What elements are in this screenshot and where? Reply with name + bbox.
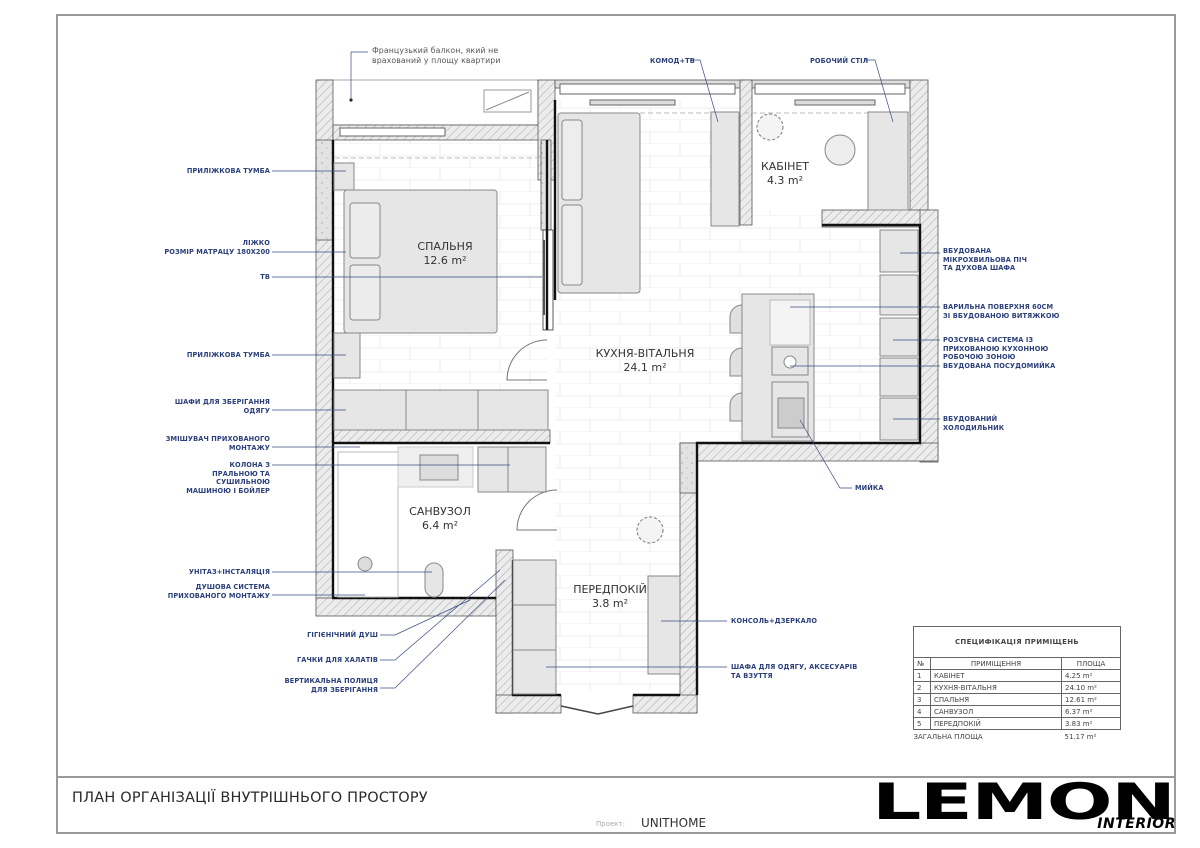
- spec-table-title: СПЕЦИФІКАЦІЯ ПРИМІЩЕНЬ: [913, 626, 1121, 658]
- cell: 1: [913, 669, 931, 682]
- cell: КУХНЯ-ВІТАЛЬНЯ: [930, 681, 1062, 694]
- french-balcony: [317, 79, 539, 126]
- room-study: КАБІНЕТ 4.3 m²: [755, 160, 815, 188]
- cell: 6.37 m²: [1061, 705, 1121, 718]
- room-kitchen-living: КУХНЯ-ВІТАЛЬНЯ 24.1 m²: [580, 347, 710, 375]
- table-row: 2 КУХНЯ-ВІТАЛЬНЯ 24.10 m²: [913, 681, 1121, 694]
- col-number: №: [913, 657, 931, 670]
- callout-washer-column: КОЛОНА З ПРАЛЬНОЮ ТА СУШИЛЬНОЮ МАШИНОЮ І…: [186, 461, 270, 495]
- cell: СПАЛЬНЯ: [930, 693, 1062, 706]
- room-name: КАБІНЕТ: [760, 160, 810, 173]
- callout-nightstand-2: ПРИЛІЖКОВА ТУМБА: [186, 351, 270, 359]
- room-area: 4.3 m²: [766, 174, 804, 187]
- project-label: Проект:: [596, 820, 625, 828]
- cell: 3: [913, 693, 931, 706]
- cell: 24.10 m²: [1061, 681, 1121, 694]
- cell: КАБІНЕТ: [930, 669, 1062, 682]
- room-spec-table: СПЕЦИФІКАЦІЯ ПРИМІЩЕНЬ № ПРИМІЩЕННЯ ПЛОЩ…: [913, 626, 1121, 742]
- callout-fridge: ВБУДОВАНИЙ ХОЛОДИЛЬНИК: [943, 415, 1005, 432]
- room-bathroom: САНВУЗОЛ 6.4 m²: [395, 505, 485, 533]
- plan-title: ПЛАН ОРГАНІЗАЦІЇ ВНУТРІШНЬОГО ПРОСТОРУ: [72, 790, 428, 806]
- room-name: СПАЛЬНЯ: [417, 240, 473, 253]
- cell: 5: [913, 717, 931, 730]
- bathroom-fixtures: [337, 446, 558, 598]
- cell: 2: [913, 681, 931, 694]
- callout-toilet: УНІТАЗ+ІНСТАЛЯЦІЯ: [188, 568, 270, 576]
- windows: [335, 83, 910, 159]
- table-row: 3 СПАЛЬНЯ 12.61 m²: [913, 693, 1121, 706]
- total-label: ЗАГАЛЬНА ПЛОЩА: [913, 732, 983, 741]
- cell: 4: [913, 705, 931, 718]
- spec-total-row: ЗАГАЛЬНА ПЛОЩА 51.17 m²: [914, 730, 1121, 743]
- callout-balcony: Французький балкон, який не врахований у…: [372, 46, 501, 65]
- cell: ПЕРЕДПОКІЙ: [930, 717, 1062, 730]
- room-name: КУХНЯ-ВІТАЛЬНЯ: [595, 347, 695, 360]
- table-row: 4 САНВУЗОЛ 6.37 m²: [913, 705, 1121, 718]
- drawing-frame: [56, 14, 1176, 834]
- bedroom-furniture: [333, 162, 549, 431]
- callout-vertical-shelf: ВЕРТИКАЛЬНА ПОЛИЦЯ ДЛЯ ЗБЕРІГАННЯ: [284, 677, 378, 694]
- logo-subtitle: INTERIOR: [1097, 816, 1176, 832]
- cell: САНВУЗОЛ: [930, 705, 1062, 718]
- callout-cooktop: ВАРИЛЬНА ПОВЕРХНЯ 60СМ ЗІ ВБУДОВАНОЮ ВИТ…: [943, 303, 1060, 320]
- callout-shower: ДУШОВА СИСТЕМА ПРИХОВАНОГО МОНТАЖУ: [167, 583, 270, 600]
- living-furniture: [557, 111, 909, 544]
- logo-wordmark: LEMON: [872, 773, 1176, 831]
- hallway-furniture: [512, 559, 681, 715]
- col-area: ПЛОЩА: [1061, 657, 1121, 670]
- table-row: 1 КАБІНЕТ 4.25 m²: [913, 669, 1121, 682]
- cell: 4.25 m²: [1061, 669, 1121, 682]
- room-area: 24.1 m²: [623, 361, 667, 374]
- callout-tv: ТВ: [260, 273, 270, 281]
- callout-microwave-oven: ВБУДОВАНА МІКРОХВИЛЬОВА ПІЧ ТА ДУХОВА ША…: [943, 247, 1028, 273]
- col-room: ПРИМІЩЕННЯ: [930, 657, 1062, 670]
- kitchen-furniture: [729, 229, 919, 442]
- callout-robe-hooks: ГАЧКИ ДЛЯ ХАЛАТІВ: [296, 656, 378, 664]
- room-bedroom: СПАЛЬНЯ 12.6 m²: [390, 240, 500, 268]
- callout-sliding-system: РОЗСУВНА СИСТЕМА ІЗ ПРИХОВАНОЮ КУХОННОЮ …: [943, 336, 1049, 362]
- leader-lines: [272, 51, 940, 689]
- room-name: САНВУЗОЛ: [409, 505, 471, 518]
- title-block: [56, 776, 1176, 834]
- brand-logo: LEMON INTERIOR: [872, 776, 1184, 836]
- callout-mixer: ЗМІШУВАЧ ПРИХОВАНОГО МОНТАЖУ: [165, 435, 270, 452]
- callout-dishwasher: ВБУДОВАНА ПОСУДОМИЙКА: [943, 362, 1056, 370]
- callout-sink: МИЙКА: [855, 484, 884, 492]
- callout-nightstand-1: ПРИЛІЖКОВА ТУМБА: [186, 167, 270, 175]
- callout-hygienic-shower: ГІГІЄНІЧНИЙ ДУШ: [307, 631, 378, 639]
- callout-work-desk: РОБОЧИЙ СТІЛ: [810, 57, 869, 65]
- room-area: 12.6 m²: [423, 254, 467, 267]
- project-name: UNITHOME: [641, 816, 707, 830]
- room-name: ПЕРЕДПОКІЙ: [573, 583, 647, 596]
- room-area: 6.4 m²: [421, 519, 459, 532]
- cell: 12.61 m²: [1061, 693, 1121, 706]
- room-hallway: ПЕРЕДПОКІЙ 3.8 m²: [565, 583, 655, 611]
- callout-hall-wardrobe: ШАФА ДЛЯ ОДЯГУ, АКСЕСУАРІВ ТА ВЗУТТЯ: [731, 663, 858, 680]
- total-value: 51.17 m²: [1064, 732, 1097, 741]
- callout-wardrobes: ШАФИ ДЛЯ ЗБЕРІГАННЯ ОДЯГУ: [174, 398, 270, 415]
- spec-table-header: № ПРИМІЩЕННЯ ПЛОЩА: [913, 657, 1121, 670]
- callout-console-mirror: КОНСОЛЬ+ДЗЕРКАЛО: [731, 617, 818, 625]
- table-row: 5 ПЕРЕДПОКІЙ 3.83 m²: [913, 717, 1121, 730]
- callout-dresser-tv: КОМОД+ТВ: [650, 57, 695, 65]
- callout-bed: ЛІЖКО РОЗМІР МАТРАЦУ 180Х200: [164, 239, 270, 256]
- cell: 3.83 m²: [1061, 717, 1121, 730]
- room-area: 3.8 m²: [591, 597, 629, 610]
